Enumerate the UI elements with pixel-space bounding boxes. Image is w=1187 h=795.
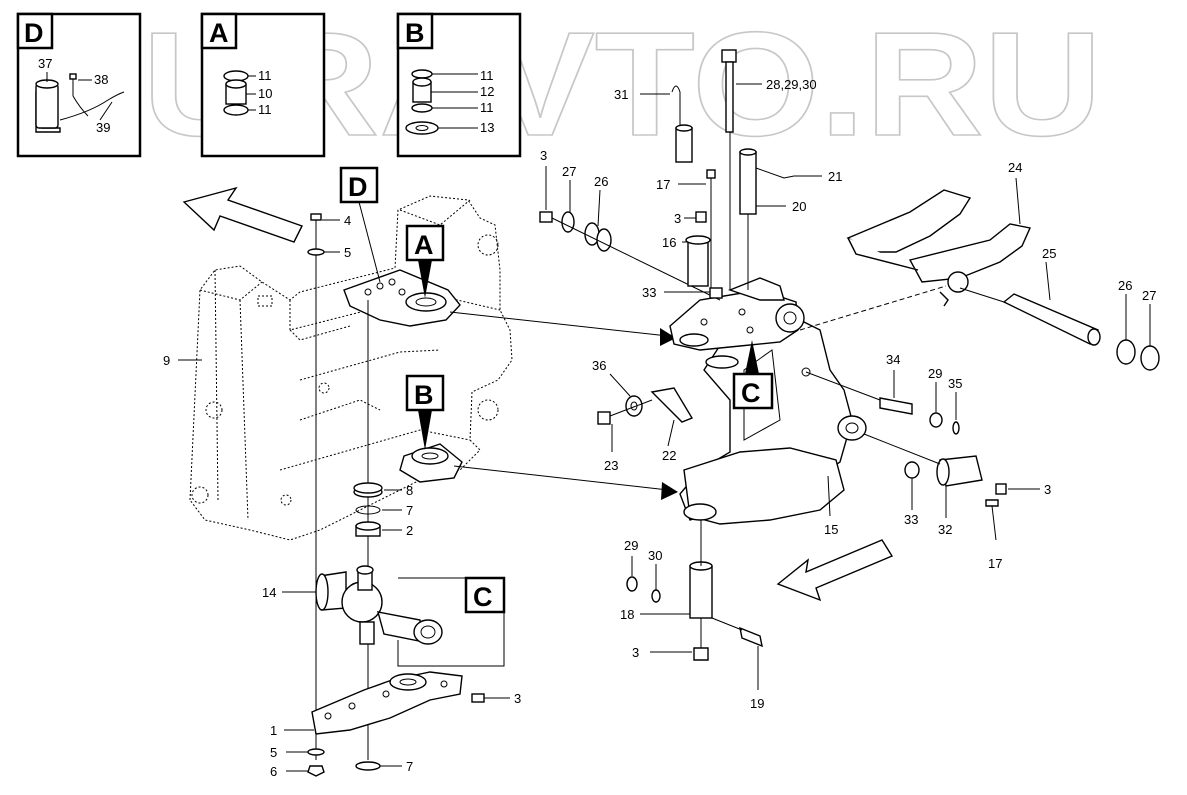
pin-18 — [626, 520, 763, 661]
pin-31 — [671, 85, 693, 163]
callout-6: 6 — [270, 764, 277, 779]
callout-35: 35 — [948, 376, 962, 391]
svg-text:A: A — [414, 230, 434, 260]
callout-24: 24 — [1008, 160, 1022, 175]
callout-a-11-bottom: 11 — [258, 102, 272, 117]
callout-a-10: 10 — [258, 86, 272, 101]
front-frame — [189, 195, 513, 541]
svg-text:C: C — [741, 378, 761, 408]
callout-17-right: 17 — [988, 556, 1002, 571]
pin-32 — [863, 433, 1007, 541]
callout-3-bottom: 3 — [514, 691, 521, 706]
callout-30-low: 30 — [648, 548, 662, 563]
callout-3-low: 3 — [632, 645, 639, 660]
pin-25 — [959, 287, 1160, 371]
detail-tag-a: A — [209, 18, 229, 48]
callout-a-11-top: 11 — [258, 68, 272, 83]
callout-b-12: 12 — [480, 84, 494, 99]
callout-39: 39 — [96, 120, 110, 135]
callout-14: 14 — [262, 585, 276, 600]
callout-16: 16 — [662, 235, 676, 250]
callout-b-11-top: 11 — [480, 68, 494, 83]
svg-text:C: C — [473, 582, 493, 612]
detail-box-b: B 11 12 11 13 — [396, 12, 522, 158]
bolt-28 — [721, 49, 737, 290]
svg-text:D: D — [348, 172, 368, 202]
callout-26-right: 26 — [1118, 278, 1132, 293]
callout-4: 4 — [344, 213, 351, 228]
callout-19: 19 — [750, 696, 764, 711]
flow-arrow-b — [453, 465, 678, 500]
callout-7-mid: 7 — [406, 503, 413, 518]
callout-20: 20 — [792, 199, 806, 214]
callout-3-mid: 3 — [674, 211, 681, 226]
callout-28-29-30: 28,29,30 — [766, 77, 817, 92]
callout-17-top: 17 — [656, 177, 670, 192]
frame-lower-bracket — [399, 443, 463, 483]
callout-21: 21 — [828, 169, 842, 184]
housing-tag-c: C — [732, 340, 774, 410]
callout-29-right: 29 — [928, 366, 942, 381]
pivot-bracket — [669, 277, 805, 369]
callout-31: 31 — [614, 87, 628, 102]
bolt-4 — [310, 213, 322, 234]
detail-box-d: D 37 38 39 — [16, 12, 142, 158]
frame-upper-bracket — [343, 269, 461, 327]
callout-1: 1 — [270, 723, 277, 738]
direction-arrow-rear — [776, 539, 894, 602]
callout-25: 25 — [1042, 246, 1056, 261]
callout-32: 32 — [938, 522, 952, 537]
cylinder-14 — [315, 565, 443, 645]
callout-2: 2 — [406, 523, 413, 538]
small-parts-3-27-26 — [539, 211, 721, 301]
callout-27-right: 27 — [1142, 288, 1156, 303]
callout-b-11-bottom: 11 — [480, 100, 494, 115]
flow-arrow-a — [449, 311, 676, 346]
lower-bracket-1 — [311, 671, 485, 735]
axle-housing-15 — [679, 305, 867, 525]
detail-box-a: A 11 10 11 — [200, 12, 326, 158]
callout-33-mid: 33 — [642, 285, 656, 300]
callout-23: 23 — [604, 458, 618, 473]
ring-7-bottom — [355, 761, 381, 771]
callout-33-right: 33 — [904, 512, 918, 527]
callout-8: 8 — [406, 483, 413, 498]
detail-tag-d: D — [24, 18, 44, 48]
callout-22: 22 — [662, 448, 676, 463]
callout-34: 34 — [886, 352, 900, 367]
nut-6 — [307, 765, 325, 777]
frame-tag-b: B — [405, 374, 445, 450]
callout-b-13: 13 — [480, 120, 494, 135]
callout-3-right: 3 — [1044, 482, 1051, 497]
detail-box-c-left: C — [397, 576, 506, 667]
svg-text:B: B — [414, 380, 434, 410]
frame-tag-d: D — [339, 166, 381, 283]
pin-20 — [739, 148, 795, 290]
frame-tag-a: A — [405, 224, 445, 298]
direction-arrow-front — [182, 186, 303, 243]
callout-37: 37 — [38, 56, 52, 71]
callout-36: 36 — [592, 358, 606, 373]
yoke-24 — [846, 189, 1031, 307]
washer-5-bottom — [307, 748, 325, 756]
callout-5-bottom: 5 — [270, 745, 277, 760]
callouts: 31 28,29,30 3 27 26 17 21 20 24 3 16 33 … — [163, 77, 1156, 779]
pin-16 — [685, 169, 723, 299]
callout-3-top: 3 — [540, 148, 547, 163]
callout-29-low: 29 — [624, 538, 638, 553]
bearing-stack-8-7-2 — [353, 482, 383, 537]
callout-9: 9 — [163, 353, 170, 368]
callout-27-top: 27 — [562, 164, 576, 179]
callout-7-bottom: 7 — [406, 759, 413, 774]
bracket-22 — [597, 387, 694, 425]
callout-26-top: 26 — [594, 174, 608, 189]
callout-5-top: 5 — [344, 245, 351, 260]
washer-5-top — [307, 248, 325, 256]
bolt-34 — [805, 371, 960, 435]
callout-18: 18 — [620, 607, 634, 622]
detail-tag-b: B — [405, 18, 425, 48]
callout-15: 15 — [824, 522, 838, 537]
callout-38: 38 — [94, 72, 108, 87]
